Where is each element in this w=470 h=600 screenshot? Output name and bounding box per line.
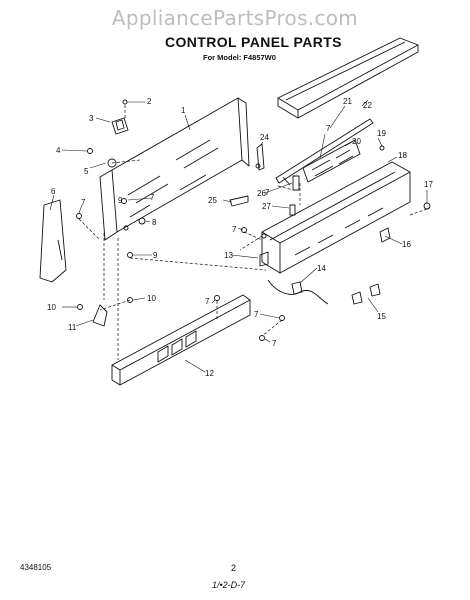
part-lower-trim	[111, 294, 251, 386]
callout-labels: 1 2 3 4 5 6 7 7 7 7 7 7 7 7 8 9 9 10 10 …	[47, 97, 433, 378]
callout-9-b: 9	[118, 196, 123, 205]
part-bracket	[256, 143, 265, 171]
watermark: AppliancePartsPros.com	[111, 6, 359, 30]
part-backguard-frame	[99, 97, 250, 241]
part-rod	[275, 118, 374, 186]
callout-14: 14	[317, 264, 326, 273]
callout-2: 2	[147, 97, 152, 106]
callout-11: 11	[68, 323, 77, 332]
leader-lines	[49, 99, 428, 373]
document-number: 4348105	[20, 563, 52, 572]
callout-7-g: 7	[272, 339, 277, 348]
callout-7-e: 7	[205, 297, 210, 306]
callout-8: 8	[152, 218, 157, 227]
part-wire-harness	[267, 279, 329, 305]
callout-7-f: 7	[254, 310, 259, 319]
callout-9-a: 9	[153, 251, 158, 260]
callout-26: 26	[257, 189, 266, 198]
part-clip	[92, 304, 108, 327]
callout-18: 18	[398, 151, 407, 160]
part-clips-pair	[351, 283, 381, 305]
part-spacer-27	[289, 204, 296, 216]
callout-27: 27	[262, 202, 271, 211]
page-number: 2	[231, 563, 237, 573]
callout-13: 13	[224, 251, 233, 260]
callout-22: 22	[363, 101, 372, 110]
callout-20: 20	[352, 137, 361, 146]
callout-7-b: 7	[150, 193, 155, 202]
part-switch	[111, 117, 129, 135]
callout-10-b: 10	[47, 303, 56, 312]
callout-4: 4	[56, 146, 61, 155]
model-subtitle: For Model: F4857W0	[203, 53, 276, 62]
callout-10-a: 10	[147, 294, 156, 303]
part-end-cap	[423, 202, 431, 210]
part-bracket-25	[229, 195, 249, 207]
screws	[76, 99, 385, 341]
callout-17: 17	[424, 180, 433, 189]
callout-19: 19	[377, 129, 386, 138]
callout-3: 3	[89, 114, 94, 123]
callout-7-c: 7	[232, 225, 237, 234]
callout-15: 15	[377, 312, 386, 321]
part-clock-module	[302, 139, 361, 183]
handwritten-code: 1/•2-D-7	[212, 580, 246, 590]
callout-7-h: 7	[326, 124, 331, 133]
callout-16: 16	[402, 240, 411, 249]
part-side-panel	[39, 199, 67, 283]
part-control-panel	[261, 161, 411, 274]
part-nut	[107, 158, 117, 168]
part-knob-clip	[379, 227, 391, 243]
assembly-guides	[78, 105, 428, 360]
callout-25: 25	[208, 196, 217, 205]
part-top-trim-strip	[277, 37, 419, 119]
callout-6: 6	[51, 187, 56, 196]
callout-24: 24	[260, 133, 269, 142]
part-bracket-13	[259, 251, 269, 267]
callout-12: 12	[205, 369, 214, 378]
callout-1: 1	[181, 106, 186, 115]
callout-7-a: 7	[81, 198, 86, 207]
callout-5: 5	[84, 167, 89, 176]
part-screw-4	[87, 148, 93, 154]
part-spacer	[292, 175, 300, 191]
callout-7-d: 7	[265, 188, 270, 197]
callout-21: 21	[343, 97, 352, 106]
page-title: CONTROL PANEL PARTS	[165, 34, 342, 50]
